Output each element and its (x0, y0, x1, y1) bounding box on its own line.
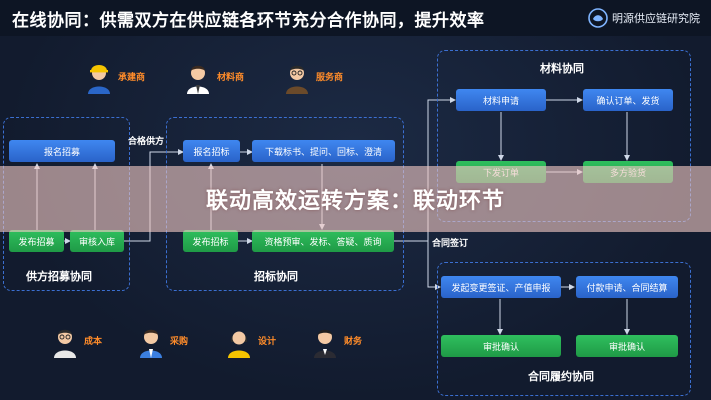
recruit-publish-node[interactable]: 发布招募 (9, 230, 64, 252)
glasses-man-icon (54, 329, 76, 358)
brand-logo-icon (588, 8, 608, 28)
role-material-supplier: 材料商 (183, 58, 244, 94)
material-confirm-order-node[interactable]: 确认订单、发货 (583, 89, 673, 111)
bidding-prequal-node[interactable]: 资格预审、发标、答疑、质询 (252, 230, 394, 252)
role-cost: 成本 (50, 322, 102, 358)
role-service-provider: 服务商 (282, 58, 343, 94)
suit-man-icon (314, 329, 336, 358)
role-label: 采购 (170, 336, 189, 347)
page-title: 在线协同：供需双方在供应链各环节充分合作协同，提升效率 (12, 11, 485, 31)
bidding-publish-node[interactable]: 发布招标 (183, 230, 238, 252)
role-contractor: 承建商 (84, 58, 145, 94)
role-procurement: 采购 (136, 322, 188, 358)
qualified-supplier-label: 合格供方 (128, 137, 165, 147)
role-label: 设计 (258, 336, 277, 347)
role-label: 服务商 (316, 72, 344, 83)
role-finance: 财务 (310, 322, 362, 358)
banner-text: 联动高效运转方案：联动环节 (205, 189, 505, 214)
brand-name: 明源供应链研究院 (612, 12, 700, 25)
role-label: 成本 (84, 336, 103, 347)
recruit-review-node[interactable]: 审核入库 (70, 230, 124, 252)
bidding-group-title: 招标协同 (254, 270, 298, 283)
brand: 明源供应链研究院 (588, 8, 700, 28)
role-label: 材料商 (217, 72, 245, 83)
role-design: 设计 (224, 322, 276, 358)
contract-signed-label: 合同签订 (432, 239, 469, 249)
contract-group-title: 合同履约协同 (528, 370, 594, 383)
glasses-man-icon (286, 65, 308, 94)
header-bar: 在线协同：供需双方在供应链各环节充分合作协同，提升效率 明源供应链研究院 (0, 0, 711, 36)
role-label: 承建商 (118, 72, 146, 83)
material-group-title: 材料协同 (540, 62, 584, 75)
contract-approve-right-node[interactable]: 审批确认 (576, 335, 678, 357)
bidding-download-node[interactable]: 下载标书、提问、回标、澄清 (252, 140, 395, 162)
worker-icon (88, 65, 110, 94)
woman-icon (228, 331, 250, 358)
contract-payment-node[interactable]: 付款申请、合同结算 (576, 276, 678, 298)
role-label: 财务 (344, 336, 363, 347)
businessman-icon (187, 65, 209, 94)
contract-change-node[interactable]: 发起变更签证、产值申报 (441, 276, 561, 298)
bidding-register-node[interactable]: 报名招标 (183, 140, 240, 162)
contract-approve-left-node[interactable]: 审批确认 (441, 335, 561, 357)
recruit-register-node[interactable]: 报名招募 (9, 140, 115, 162)
contract-group (437, 262, 691, 396)
overlay-banner: 联动高效运转方案：联动环节 (0, 166, 711, 232)
material-apply-node[interactable]: 材料申请 (456, 89, 546, 111)
recruit-group-title: 供方招募协同 (26, 270, 92, 283)
businessman-icon (140, 329, 162, 358)
